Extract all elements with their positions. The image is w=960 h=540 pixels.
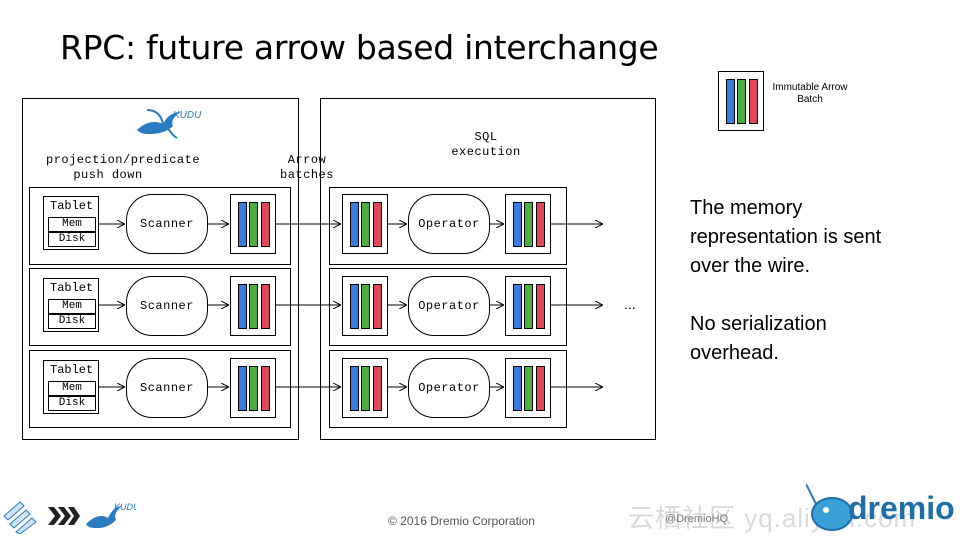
- tablet-box: Tablet Mem Disk: [43, 360, 99, 414]
- arrow-batch: [505, 276, 551, 336]
- tablet-label: Tablet: [50, 363, 94, 377]
- copyright: © 2016 Dremio Corporation: [388, 514, 535, 528]
- scanner-node: Scanner: [126, 194, 208, 254]
- side-text-serialization: No serialization overhead.: [690, 313, 827, 364]
- kudu-logo-text: KUDU: [173, 110, 202, 121]
- mem-cell: Mem: [48, 299, 96, 314]
- slide-title: RPC: future arrow based interchange: [60, 28, 659, 67]
- arrow-batches-label: Arrow batches: [280, 153, 334, 182]
- apache-arrow-logo: [3, 501, 37, 534]
- legend-label: Immutable Arrow Batch: [772, 82, 848, 105]
- sql-panel: [320, 98, 656, 440]
- chevrons-icon: [48, 507, 80, 525]
- mem-cell: Mem: [48, 217, 96, 232]
- disk-cell: Disk: [48, 232, 96, 247]
- tablet-box: Tablet Mem Disk: [43, 196, 99, 250]
- arrow-batch: [342, 194, 388, 254]
- operator-node: Operator: [408, 276, 490, 336]
- arrow-batch: [505, 358, 551, 418]
- operator-node: Operator: [408, 194, 490, 254]
- kudu-row-3: [29, 350, 291, 428]
- arrow-batch: [230, 358, 276, 418]
- tablet-label: Tablet: [50, 281, 94, 295]
- sql-row-3: [329, 350, 567, 428]
- operator-node: Operator: [408, 358, 490, 418]
- legend-batch: [718, 71, 764, 131]
- tablet-label: Tablet: [50, 199, 94, 213]
- watermark: 云栖社区 yq.aliyun.com: [628, 503, 917, 533]
- sql-row-2: [329, 268, 567, 346]
- arrow-batch: [230, 194, 276, 254]
- kudu-row-2: [29, 268, 291, 346]
- kudu-panel: [22, 98, 299, 440]
- dremio-brand: dremio: [848, 490, 955, 526]
- arrow-batch: [230, 276, 276, 336]
- scanner-node: Scanner: [126, 358, 208, 418]
- side-text-memory: The memory representation is sent over t…: [690, 197, 882, 277]
- kudu-footer-logo: KUDU: [86, 502, 136, 528]
- kudu-footer-text: KUDU: [114, 502, 136, 512]
- pushdown-label: projection/predicate push down: [46, 153, 201, 182]
- arrow-batch: [342, 358, 388, 418]
- sql-execution-label: SQL execution: [451, 130, 521, 159]
- twitter-handle: @DremioHQ: [665, 513, 729, 525]
- dremio-narwhal-logo: [806, 483, 853, 531]
- scanner-node: Scanner: [126, 276, 208, 336]
- arrow-batch: [342, 276, 388, 336]
- kudu-row-1: [29, 187, 291, 265]
- mem-cell: Mem: [48, 381, 96, 396]
- sql-row-1: [329, 187, 567, 265]
- kudu-logo: KUDU: [137, 109, 202, 139]
- disk-cell: Disk: [48, 396, 96, 411]
- tablet-box: Tablet Mem Disk: [43, 278, 99, 332]
- arrow-batch: [505, 194, 551, 254]
- disk-cell: Disk: [48, 314, 96, 329]
- ellipsis: ...: [624, 296, 636, 312]
